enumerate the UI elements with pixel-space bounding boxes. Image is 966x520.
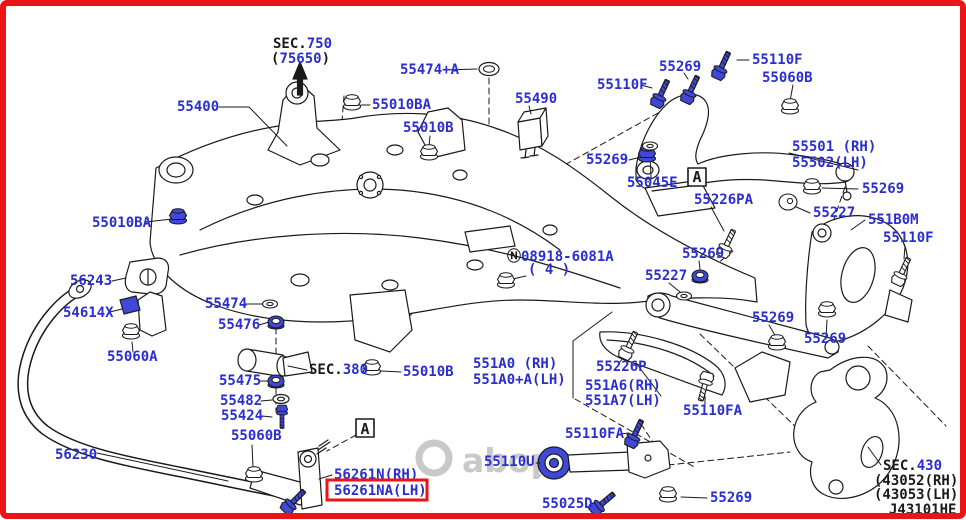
nut-icon [419, 144, 439, 161]
bolt-icon [275, 404, 289, 429]
part-55110F-2: 55110F [752, 52, 803, 68]
part-55110F-3: 55110F [883, 230, 934, 246]
part-55010B-top: 55010B [403, 120, 454, 136]
nut-icon [121, 323, 141, 340]
part-55269-2: 55269 [586, 152, 628, 168]
nut-icon [496, 272, 516, 289]
washer-icon [261, 299, 279, 309]
highlighted-part-box [325, 478, 429, 502]
bushing-icon [267, 374, 285, 389]
part-55482: 55482 [220, 393, 262, 409]
view-marker-a-1: A [692, 168, 701, 186]
stabilizer-link-drawing [298, 440, 330, 509]
part-551A6: 551A6(RH) [585, 378, 661, 394]
radius-rod-drawing [538, 441, 670, 479]
part-56243: 56243 [70, 273, 112, 289]
part-55501: 55501 (RH) [792, 139, 876, 155]
part-55474: 55474 [205, 296, 247, 312]
sec-750: SEC.750 [273, 36, 332, 52]
nut-icon [817, 301, 837, 318]
part-55060B-2: 55060B [231, 428, 282, 444]
nut-icon [244, 466, 264, 483]
part-55227-2: 55227 [645, 268, 687, 284]
part-55269-7: 55269 [710, 490, 752, 506]
nut-icon [658, 486, 678, 503]
part-N08918: Ⓝ08918-6081A [507, 248, 614, 265]
view-marker-box [688, 168, 706, 186]
stabilizer-bracket-drawing [120, 258, 169, 336]
sec-430-rh: (43052(RH)) [874, 473, 966, 489]
washer-icon [641, 141, 659, 151]
part-55110F-1: 55110F [597, 77, 648, 93]
part-55269-4: 55269 [682, 246, 724, 262]
view-marker-box [356, 419, 374, 437]
nut-icon [342, 94, 362, 111]
part-55269-5: 55269 [752, 310, 794, 326]
part-N08918-qty: ( 4 ) [528, 262, 570, 278]
part-551A0A: 551A0+A(LH) [473, 372, 566, 388]
bushing-icon [267, 315, 285, 330]
bushing-icon [691, 269, 709, 284]
part-55474A: 55474+A [400, 62, 460, 78]
knuckle-drawing [794, 357, 899, 498]
part-54614X: 54614X [63, 305, 114, 321]
part-55424: 55424 [221, 408, 263, 424]
nut-icon [802, 178, 822, 195]
part-551B0M: 551B0M [868, 212, 919, 228]
part-55025D: 55025D [542, 496, 593, 512]
part-55045E: 55045E [627, 175, 678, 191]
sec-380: SEC.380 [309, 362, 368, 378]
nut-icon [780, 98, 800, 115]
part-55010B-mid: 55010B [403, 364, 454, 380]
part-55227-1: 55227 [813, 205, 855, 221]
part-55110FA-2: 55110FA [565, 426, 625, 442]
part-55060A: 55060A [107, 349, 158, 365]
part-55226P: 55226P [596, 359, 647, 375]
nut-icon [767, 334, 787, 351]
part-55400: 55400 [177, 99, 219, 115]
sec-430-lh: (43053(LH)) [874, 487, 966, 503]
part-551A7: 551A7(LH) [585, 393, 661, 409]
front-lower-link-drawing [646, 293, 839, 358]
part-55475: 55475 [219, 373, 261, 389]
part-55110U: 55110U [484, 454, 535, 470]
up-arrow-icon [293, 62, 307, 95]
seal-ring-icon [478, 61, 500, 77]
part-56261NA: 56261NA(LH) [334, 483, 427, 499]
part-55269-6: 55269 [804, 331, 846, 347]
part-56230: 56230 [55, 447, 97, 463]
bolt-icon [709, 48, 736, 83]
part-55060B-1: 55060B [762, 70, 813, 86]
cam-washer-icon [778, 193, 798, 211]
part-55269-1: 55269 [659, 59, 701, 75]
sec-430: SEC.430 [883, 458, 942, 474]
part-55490: 55490 [515, 91, 557, 107]
part-55010BA-left: 55010BA [92, 215, 152, 231]
part-55269-3: 55269 [862, 181, 904, 197]
watermark-logo-icon [415, 439, 453, 477]
view-marker-a-2: A [360, 420, 369, 438]
part-55010BA-top: 55010BA [372, 97, 432, 113]
part-55476: 55476 [218, 317, 260, 333]
washer-icon [675, 291, 693, 301]
part-55226PA: 55226PA [694, 192, 754, 208]
damper-box-drawing [518, 108, 548, 158]
sec-750-num: (75650) [271, 51, 330, 67]
leader-lines [97, 60, 905, 505]
part-55502: 55502(LH) [792, 155, 868, 171]
nut-icon [168, 208, 188, 225]
part-551A0: 551A0 (RH) [473, 356, 557, 372]
part-55110FA-1: 55110FA [683, 403, 743, 419]
